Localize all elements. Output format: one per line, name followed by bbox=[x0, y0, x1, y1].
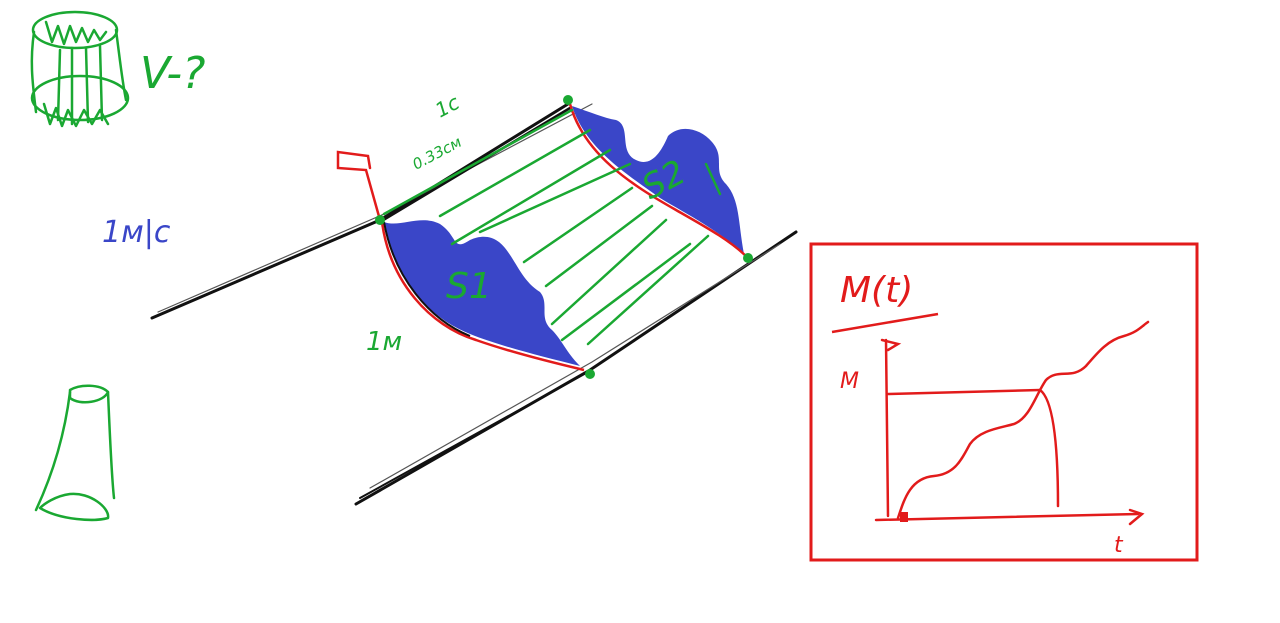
frustum-sketch bbox=[34, 384, 116, 522]
flag-marker bbox=[336, 150, 382, 222]
top-time-label: 1с bbox=[431, 90, 463, 122]
cylinder-sketch bbox=[30, 10, 130, 128]
graph-curve bbox=[896, 320, 1150, 520]
graph-axes bbox=[874, 338, 1145, 526]
flow-unit-label: 1м|с bbox=[102, 215, 171, 250]
graph-y-tick: M bbox=[840, 369, 859, 394]
flow-lines bbox=[382, 108, 722, 346]
corner-points bbox=[375, 95, 753, 379]
volume-question: V-? bbox=[140, 48, 206, 99]
graph-x-axis-label: t bbox=[1114, 533, 1124, 558]
graph-title: M(t) bbox=[840, 270, 913, 311]
region-s2 bbox=[572, 106, 744, 254]
graph-origin-marker bbox=[900, 512, 908, 522]
curve-right-edge bbox=[568, 103, 749, 259]
graph-frame bbox=[809, 242, 1199, 562]
left-length-label: 1м bbox=[366, 327, 402, 357]
curve-left-edge bbox=[380, 221, 585, 372]
top-distance-label: 0.33см bbox=[409, 133, 464, 174]
graph-title-underline bbox=[831, 312, 939, 334]
s1-label: S1 bbox=[446, 266, 492, 307]
region-s1 bbox=[384, 220, 580, 366]
